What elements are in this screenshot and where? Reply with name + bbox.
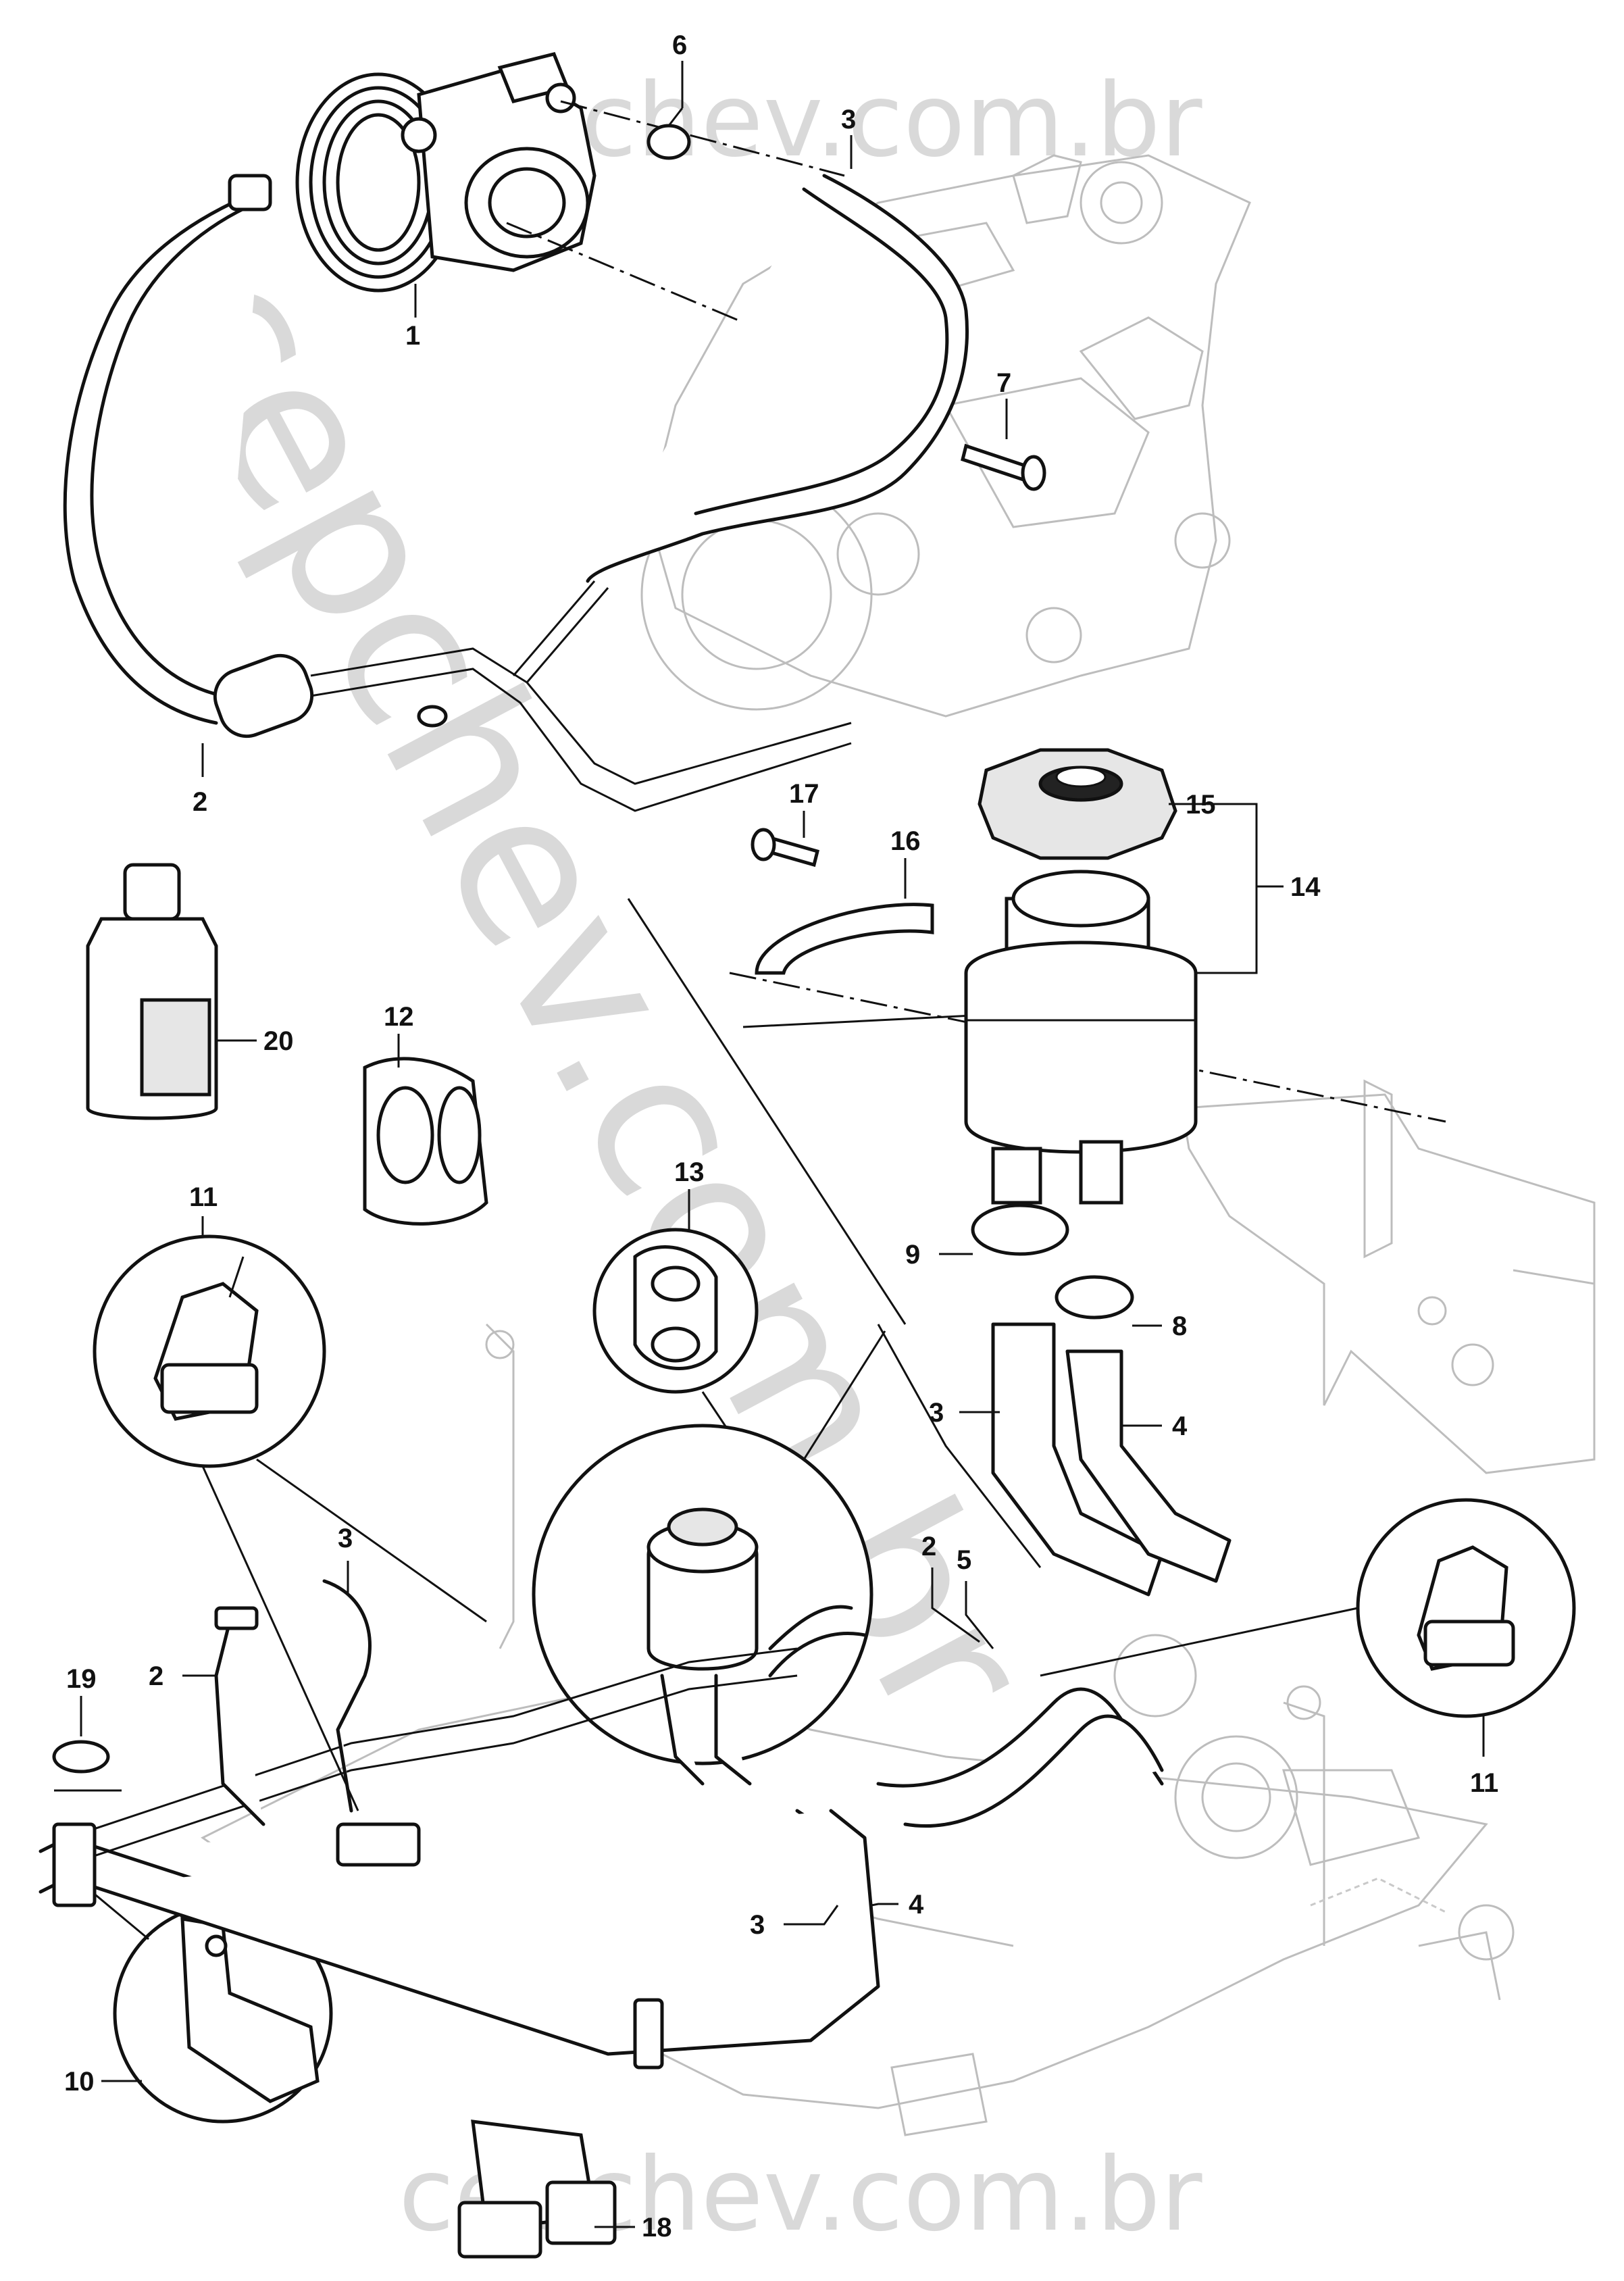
detail-circle-11-left: [93, 1234, 487, 1811]
hose-clamp-19: [52, 1740, 122, 1792]
hose-clamp-8: [1055, 1275, 1134, 1320]
callout-label-2-top: 2: [193, 787, 207, 817]
callout-6: 6: [672, 30, 687, 108]
callout-label-12: 12: [384, 1002, 414, 1032]
callout-3-mid: 3: [929, 1398, 1000, 1428]
callout-19: 19: [66, 1664, 97, 1736]
callout-10: 10: [64, 2067, 142, 2097]
callout-label-5: 5: [957, 1545, 971, 1575]
callout-12: 12: [384, 1002, 414, 1068]
callout-2-right: 2: [921, 1532, 980, 1643]
reservoir-cap-15: [978, 748, 1177, 860]
callout-3-left: 3: [338, 1524, 353, 1595]
callout-label-3-bottom: 3: [750, 1910, 765, 1940]
steering-lines-top: [310, 580, 852, 812]
pressure-hose-2-top-inner: [90, 201, 259, 698]
callout-18: 18: [594, 2213, 672, 2242]
callout-label-6: 6: [672, 30, 687, 60]
callout-16: 16: [890, 826, 921, 899]
callout-5: 5: [957, 1545, 994, 1649]
steering-line-assembly: [39, 1579, 1164, 2070]
reservoir-14: [964, 870, 1198, 1205]
bolt-17: [751, 828, 820, 868]
callout-4-mid: 4: [1121, 1411, 1188, 1441]
callout-label-3-mid: 3: [929, 1398, 944, 1428]
callout-2-left: 2: [149, 1661, 216, 1691]
callout-2-top: 2: [193, 743, 207, 817]
bracket-line-14-15: [1169, 803, 1258, 974]
callout-label-14: 14: [1290, 872, 1321, 902]
hose-leader-line: [877, 1324, 1042, 1568]
hose-clamp-9: [971, 1203, 1069, 1256]
callout-7: 7: [996, 368, 1011, 439]
hose-clip-12: [363, 1057, 488, 1226]
callout-label-9: 9: [905, 1240, 920, 1270]
callout-9: 9: [905, 1240, 973, 1270]
callout-20: 20: [216, 1026, 294, 1056]
reservoir-bracket-background: [1181, 1079, 1596, 1474]
callout-label-15: 15: [1186, 790, 1216, 820]
callout-label-20: 20: [263, 1026, 294, 1056]
callout-3-bottom: 3: [750, 1905, 839, 1940]
callout-label-11-left: 11: [189, 1182, 218, 1212]
bracket-leader-line: [627, 898, 907, 1325]
bolt-7: [961, 443, 1046, 491]
callout-14: 14: [1257, 872, 1321, 902]
detail-circle-11-right: [1040, 1498, 1576, 1718]
callout-label-11-right: 11: [1470, 1768, 1498, 1798]
callout-3-top: 3: [841, 105, 856, 169]
callout-label-3-top: 3: [841, 105, 856, 134]
callout-label-7: 7: [996, 368, 1011, 398]
callout-label-4-mid: 4: [1172, 1411, 1188, 1441]
power-steering-pump: [295, 52, 597, 293]
callout-label-3-left: 3: [338, 1524, 353, 1553]
callout-label-4-bottom: 4: [909, 1890, 924, 1920]
callout-label-10: 10: [64, 2067, 95, 2097]
engine-background: [640, 154, 1251, 718]
hose-fitting-2: [213, 653, 314, 738]
detail-circle-13: [592, 1228, 839, 1595]
callout-label-1: 1: [405, 321, 420, 351]
strap-bracket-16: [755, 903, 934, 975]
callout-17: 17: [789, 779, 819, 838]
return-hose-3-top-inner: [694, 187, 949, 516]
callout-1: 1: [405, 284, 420, 351]
fluid-bottle-20: [86, 863, 218, 1120]
callout-11-right: 11: [1470, 1716, 1498, 1798]
callout-label-19: 19: [66, 1664, 97, 1694]
callout-4-bottom: 4: [871, 1890, 924, 1920]
callout-label-16: 16: [890, 826, 921, 856]
reservoir-hoses-3-4: [971, 1203, 1232, 1597]
callout-label-18: 18: [642, 2213, 672, 2242]
callout-label-8: 8: [1172, 1311, 1187, 1341]
hose-clamp-6: [646, 107, 691, 160]
hose-nut-2: [228, 174, 272, 211]
detail-circle-reservoir-installed: [532, 1330, 886, 1786]
callout-label-17: 17: [789, 779, 819, 809]
callout-11-left: 11: [189, 1182, 218, 1236]
callout-label-2-left: 2: [149, 1661, 163, 1691]
callout-8: 8: [1132, 1311, 1187, 1341]
detail-circle-10: [67, 1870, 649, 2124]
callout-label-13: 13: [674, 1157, 705, 1187]
callout-label-2-right: 2: [921, 1532, 936, 1561]
callout-13: 13: [674, 1157, 705, 1230]
callout-15: 15: [1169, 790, 1216, 820]
